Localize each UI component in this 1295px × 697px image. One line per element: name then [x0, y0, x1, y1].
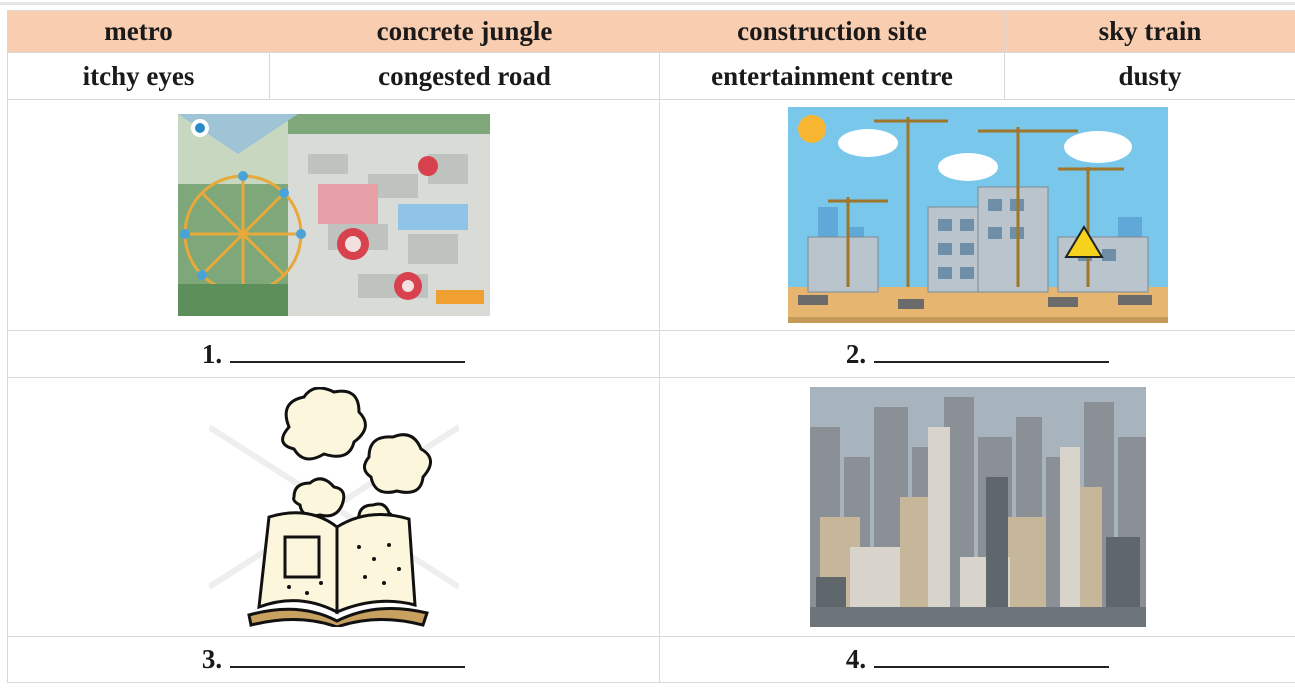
construction-site-illustration — [787, 107, 1168, 323]
answer-blank-3[interactable] — [230, 644, 466, 668]
word-cell: metro — [7, 10, 270, 53]
picture-row-1 — [7, 99, 1295, 331]
picture-row-2 — [7, 377, 1295, 637]
answer-blank-2[interactable] — [874, 339, 1110, 363]
picture-cell-3 — [7, 377, 660, 637]
word-bank-table: metro concrete jungle construction site … — [7, 10, 1295, 683]
word-cell: dusty — [1004, 52, 1295, 100]
city-skyline-photo — [809, 387, 1146, 627]
word-cell: congested road — [269, 52, 660, 100]
item-number: 2. — [845, 338, 867, 369]
item-number: 4. — [845, 644, 867, 674]
picture-cell-2 — [659, 99, 1295, 331]
picture-cell-4 — [659, 377, 1295, 637]
picture-cell-1 — [7, 99, 660, 331]
answer-cell-3: 3. — [7, 636, 660, 683]
answer-row-1: 1. 2. — [7, 330, 1295, 378]
answer-cell-4: 4. — [659, 636, 1295, 683]
amusement-park-photo — [177, 114, 490, 316]
word-cell: entertainment centre — [659, 52, 1005, 100]
word-cell: concrete jungle — [269, 10, 660, 53]
answer-blank-4[interactable] — [874, 644, 1110, 668]
answer-row-2: 3. 4. — [7, 636, 1295, 683]
answer-cell-1: 1. — [7, 330, 660, 378]
word-cell: construction site — [659, 10, 1005, 53]
word-cell: itchy eyes — [7, 52, 270, 100]
item-number: 3. — [201, 644, 223, 674]
word-cell: sky train — [1004, 10, 1295, 53]
answer-cell-2: 2. — [659, 330, 1295, 378]
word-bank-row-1: metro concrete jungle construction site … — [7, 10, 1295, 53]
item-number: 1. — [201, 338, 223, 369]
answer-blank-1[interactable] — [230, 339, 466, 363]
cropped-instruction-line — [0, 0, 1295, 10]
dusty-book-illustration — [208, 387, 459, 627]
word-bank-row-2: itchy eyes congested road entertainment … — [7, 52, 1295, 100]
